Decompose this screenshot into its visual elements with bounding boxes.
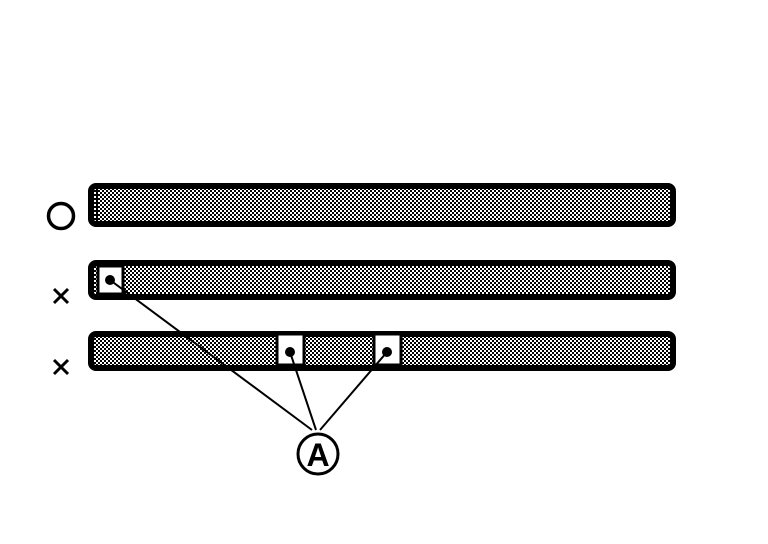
strip-bar-1	[88, 183, 676, 227]
strip-bar-2	[88, 260, 676, 300]
strip-row-incorrect-1	[88, 260, 676, 300]
callout-a: A	[296, 432, 340, 476]
circle-ok-icon	[46, 201, 76, 231]
callout-label: A	[306, 437, 329, 473]
strip-row-incorrect-2	[88, 331, 676, 371]
cross-ng-icon	[52, 358, 70, 376]
callout-leaders	[109, 279, 388, 431]
cross-ng-icon	[52, 287, 70, 305]
strip-row-correct	[88, 183, 676, 227]
